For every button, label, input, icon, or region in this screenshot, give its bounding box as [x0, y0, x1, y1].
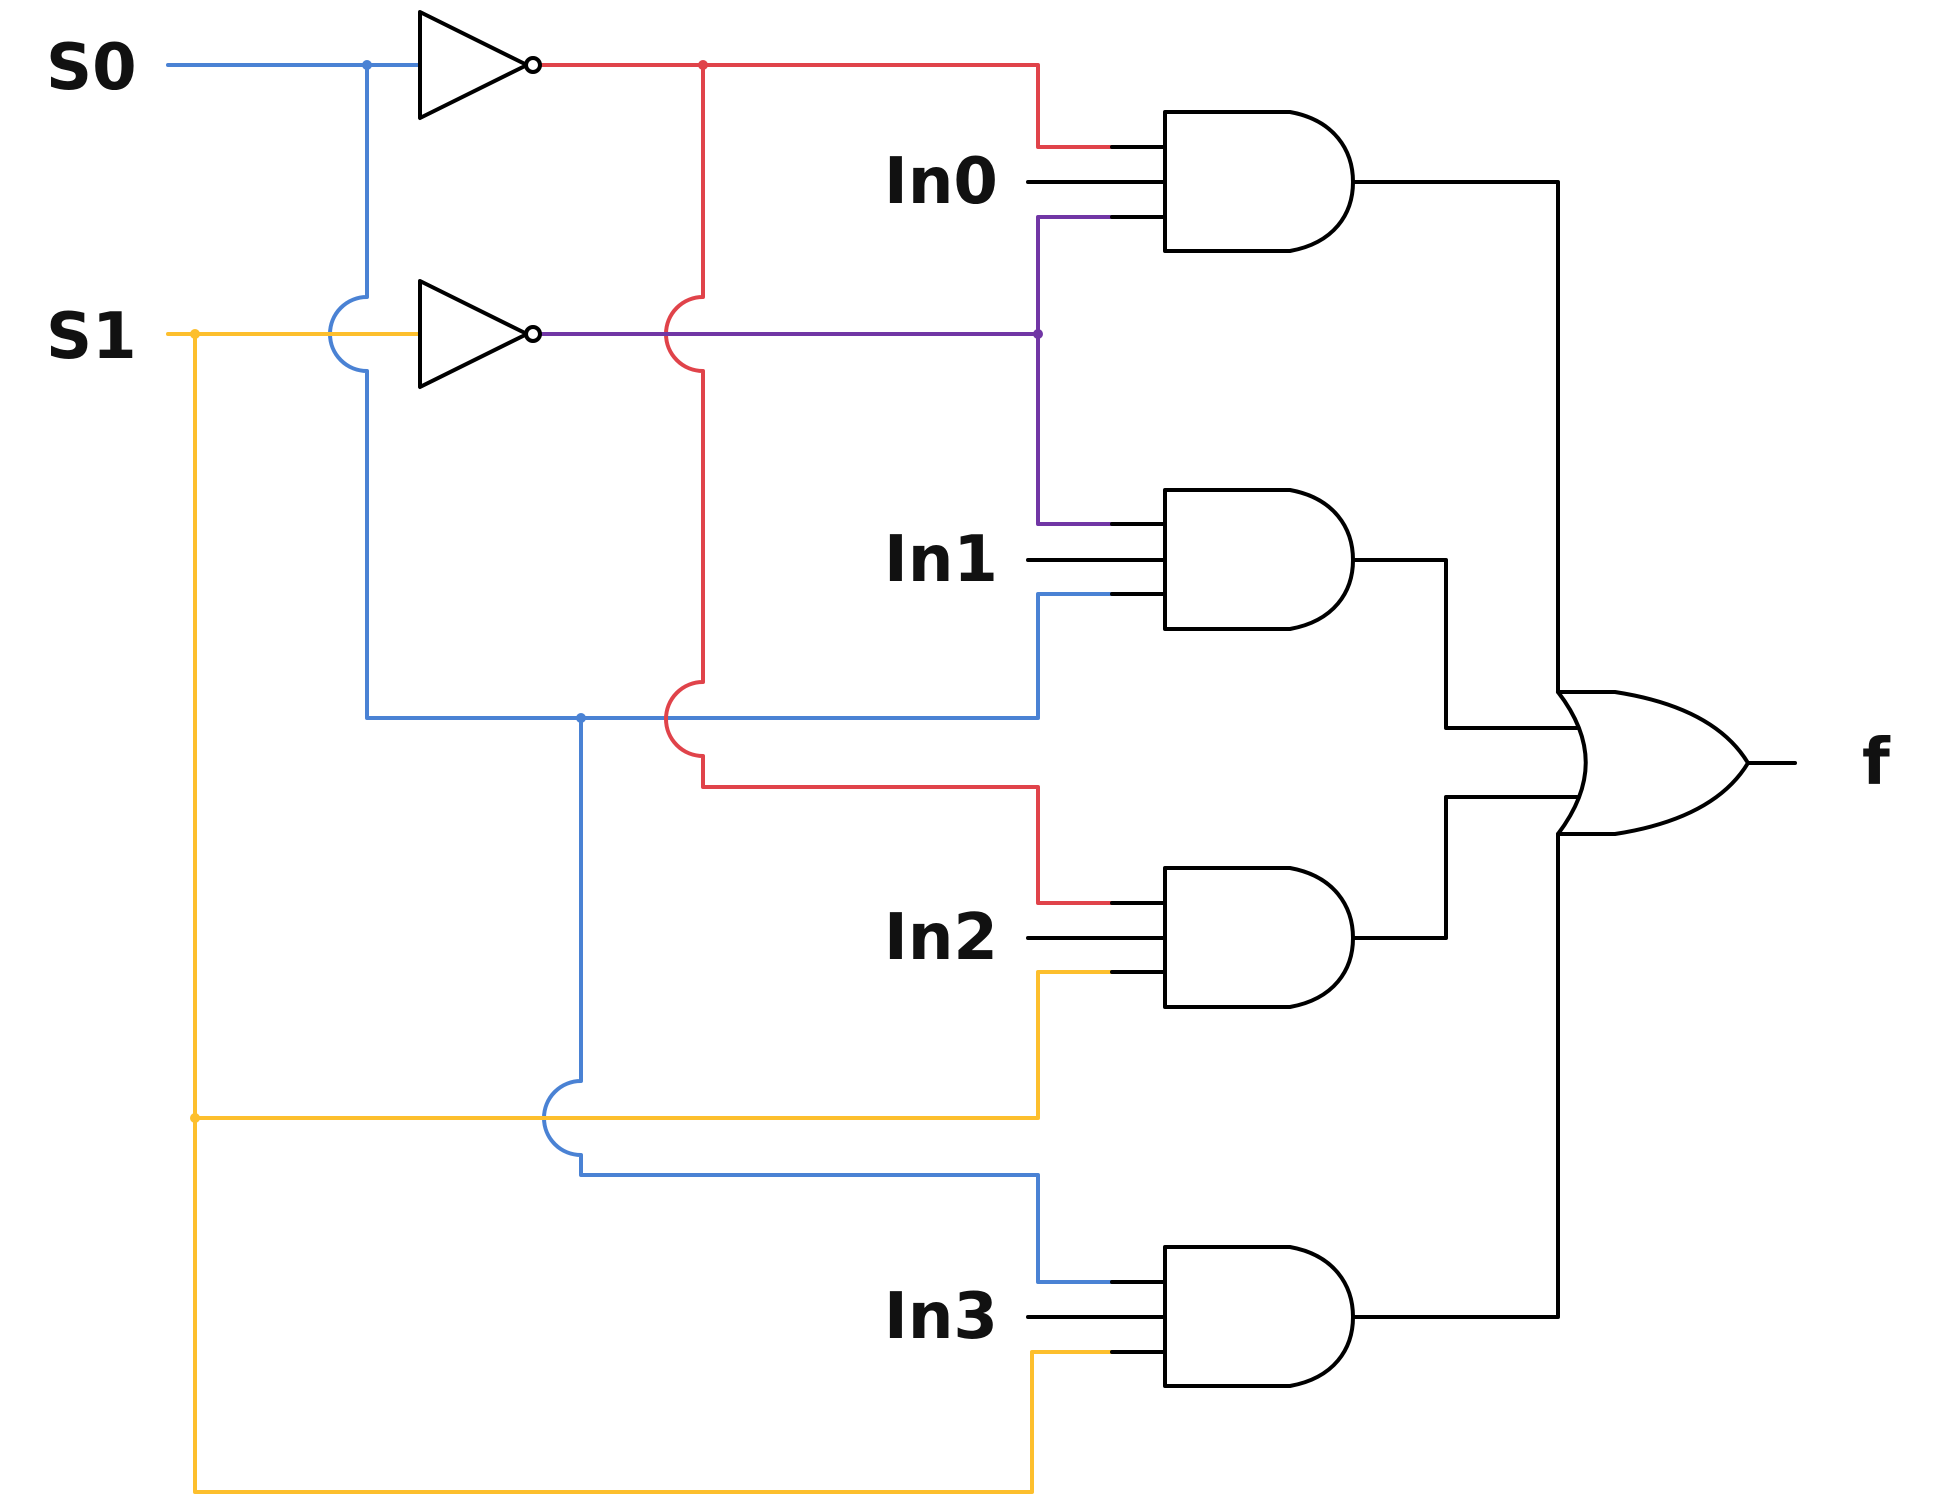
label-in0: In0 — [884, 145, 998, 219]
s1-wires — [166, 332, 1114, 1494]
junction-dot — [576, 713, 586, 723]
junction-dot — [190, 329, 200, 339]
label-in3: In3 — [884, 1280, 998, 1354]
data-input-lines — [1026, 180, 1167, 1319]
not-s0-wires — [538, 63, 1114, 905]
labels: S0 S1 In0 In1 In2 In3 f — [46, 31, 1891, 1354]
not-gate-s0 — [418, 10, 542, 120]
junction-dots — [190, 60, 1043, 1123]
junction-dot — [190, 1113, 200, 1123]
junction-dot — [1033, 329, 1043, 339]
and-gate-3 — [1110, 1245, 1355, 1388]
and-gate-2 — [1110, 866, 1355, 1009]
and-to-or-wires — [1351, 180, 1579, 1319]
label-in2: In2 — [884, 901, 998, 975]
junction-dot — [362, 60, 372, 70]
junction-dot — [698, 60, 708, 70]
label-in1: In1 — [884, 523, 998, 597]
label-s0: S0 — [46, 31, 137, 105]
and-gate-0 — [1110, 110, 1355, 253]
or-gate — [1556, 690, 1797, 836]
and-gate-1 — [1110, 488, 1355, 631]
not-gate-s1 — [418, 279, 542, 389]
s0-wires — [166, 63, 1114, 1284]
label-s1: S1 — [46, 300, 137, 374]
not-s1-wires — [538, 215, 1114, 526]
label-f: f — [1862, 726, 1891, 800]
